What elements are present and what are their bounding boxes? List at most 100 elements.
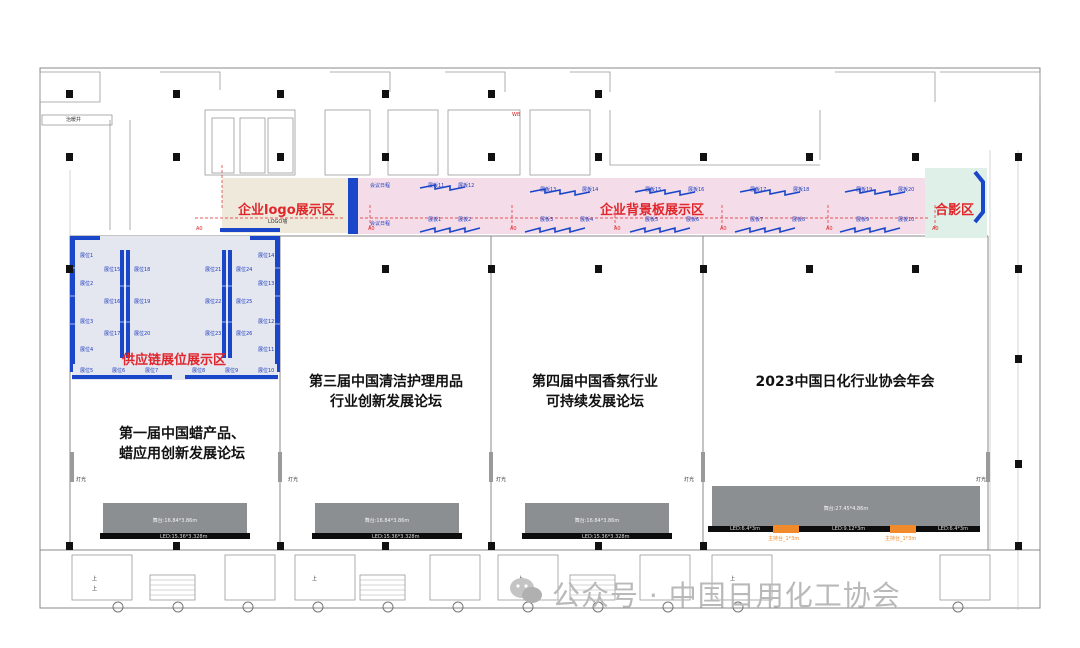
supply-booth-label: 展位16 [104,299,121,305]
pillar [488,153,495,161]
stair-label: 上 [312,576,318,582]
booth-label: 展板6 [686,217,700,223]
pillar [488,90,495,98]
pillar [700,542,707,550]
stage-3: 舞台:16.84*3.86m [525,503,669,533]
pillar [66,265,73,273]
photo-zone-label: 合影区 [935,203,975,218]
pillar [382,542,389,550]
pillar [382,153,389,161]
supply-booth-label: 展位17 [104,331,121,337]
pillar [173,542,180,550]
pillar [277,153,284,161]
supply-booth-label: 展位19 [134,299,151,305]
pillar [806,153,813,161]
supply-booth-label: 展位11 [258,347,275,353]
pillar [277,542,284,550]
supply-booth-label: 展位8 [192,368,206,374]
pillar [488,265,495,273]
host-podium-label: 主持台_1*3m [768,536,800,542]
watermark-text: 公众号 · 中国日用化工协会 [552,579,901,612]
supply-booth-label: 展位21 [205,267,222,273]
stair-label: 上 [92,576,98,582]
supply-booth-label: 展位26 [236,331,253,337]
booth-label: 展板17 [750,187,767,193]
pillar [382,90,389,98]
hall-title-line: 可持续发展论坛 [546,394,644,410]
pillar [488,542,495,550]
booth-label: 展板13 [540,187,557,193]
light-label: 灯光 [976,477,987,483]
ab-marker: A0 [932,226,939,232]
pillar [806,265,813,273]
booth-label: 展板9 [856,217,870,223]
booth-label: 会议日程 [370,221,391,227]
led-label: LED:15.36*3.328m [372,534,420,540]
ab-marker: A0 [368,226,375,232]
led-label: LED:9.12*3m [832,526,866,532]
booth-label: 展板4 [580,217,594,223]
light-label: 灯光 [496,477,507,483]
supply-booth-label: 展位14 [258,253,275,259]
light-label: 灯光 [76,477,87,483]
supply-booth-label: 展位20 [134,331,151,337]
supply-booth-label: 展位23 [205,331,222,337]
booth-label: 展板10 [898,217,915,223]
led-label: LED:6.4*3m [938,526,968,532]
pillar [595,153,602,161]
pillar [1015,542,1022,550]
hall-title-4: 2023中国日化行业协会年会 [735,372,955,392]
annual-led-bar [708,526,980,532]
booth-label: 展板18 [793,187,810,193]
pillar [173,90,180,98]
booth-label: 展板20 [898,187,915,193]
booth-label: 展板19 [856,187,873,193]
supply-booth-label: 展位24 [236,267,253,273]
pillar [912,265,919,273]
supply-booth-label: 展位25 [236,299,253,305]
hall-title-line: 蜡应用创新发展论坛 [119,446,245,462]
ab-marker: A0 [196,226,203,232]
hall-title-line: 第四届中国香氛行业 [532,374,658,390]
booth-label: 会议日程 [370,183,391,189]
supply-booth-label: 展位2 [80,281,94,287]
supply-booth-label: 展位13 [258,281,275,287]
supply-booth-label: 展位12 [258,319,275,325]
stage-4: 舞台:27.45*4.86m [712,486,980,526]
booth-label: 展板1 [428,217,442,223]
host-podium [890,525,916,533]
led-label: LED:6.4*3m [730,526,760,532]
host-podium [773,525,799,533]
supply-booth-label: 展位22 [205,299,222,305]
pillar [912,153,919,161]
pillar [277,90,284,98]
led-label: LED:15.36*3.328m [160,534,208,540]
supply-booth-label: 展位3 [80,319,94,325]
ab-marker: A0 [614,226,621,232]
wechat-logo-icon [508,574,544,608]
pillar [595,265,602,273]
pillar [66,542,73,550]
pillar [1015,265,1022,273]
ab-marker: A0 [720,226,727,232]
supply-chain-zone-label: 供应链展位展示区 [122,353,227,368]
booth-label: 展板2 [458,217,472,223]
ab-marker: A0 [826,226,833,232]
led-label: LED:15.36*3.328m [582,534,630,540]
hall-title-1: 第一届中国蜡产品、 蜡应用创新发展论坛 [92,424,272,464]
host-podium-label: 主持台_1*3m [885,536,917,542]
logo-zone-label: 企业logo展示区 [238,203,335,218]
booth-label: 展板8 [792,217,806,223]
hall-title-line: 行业创新发展论坛 [330,394,442,410]
pillar [66,90,73,98]
booth-label: 展板5 [645,217,659,223]
pillar [173,153,180,161]
pillar [595,90,602,98]
stage-1: 舞台:16.84*3.86m [103,503,247,533]
booth-label: 展板7 [750,217,764,223]
supply-booth-label: 展位10 [258,368,275,374]
booth-label: 展板3 [540,217,554,223]
booth-label: 展板14 [582,187,599,193]
supply-booth-label: 展位6 [112,368,126,374]
supply-booth-label: 展位9 [225,368,239,374]
